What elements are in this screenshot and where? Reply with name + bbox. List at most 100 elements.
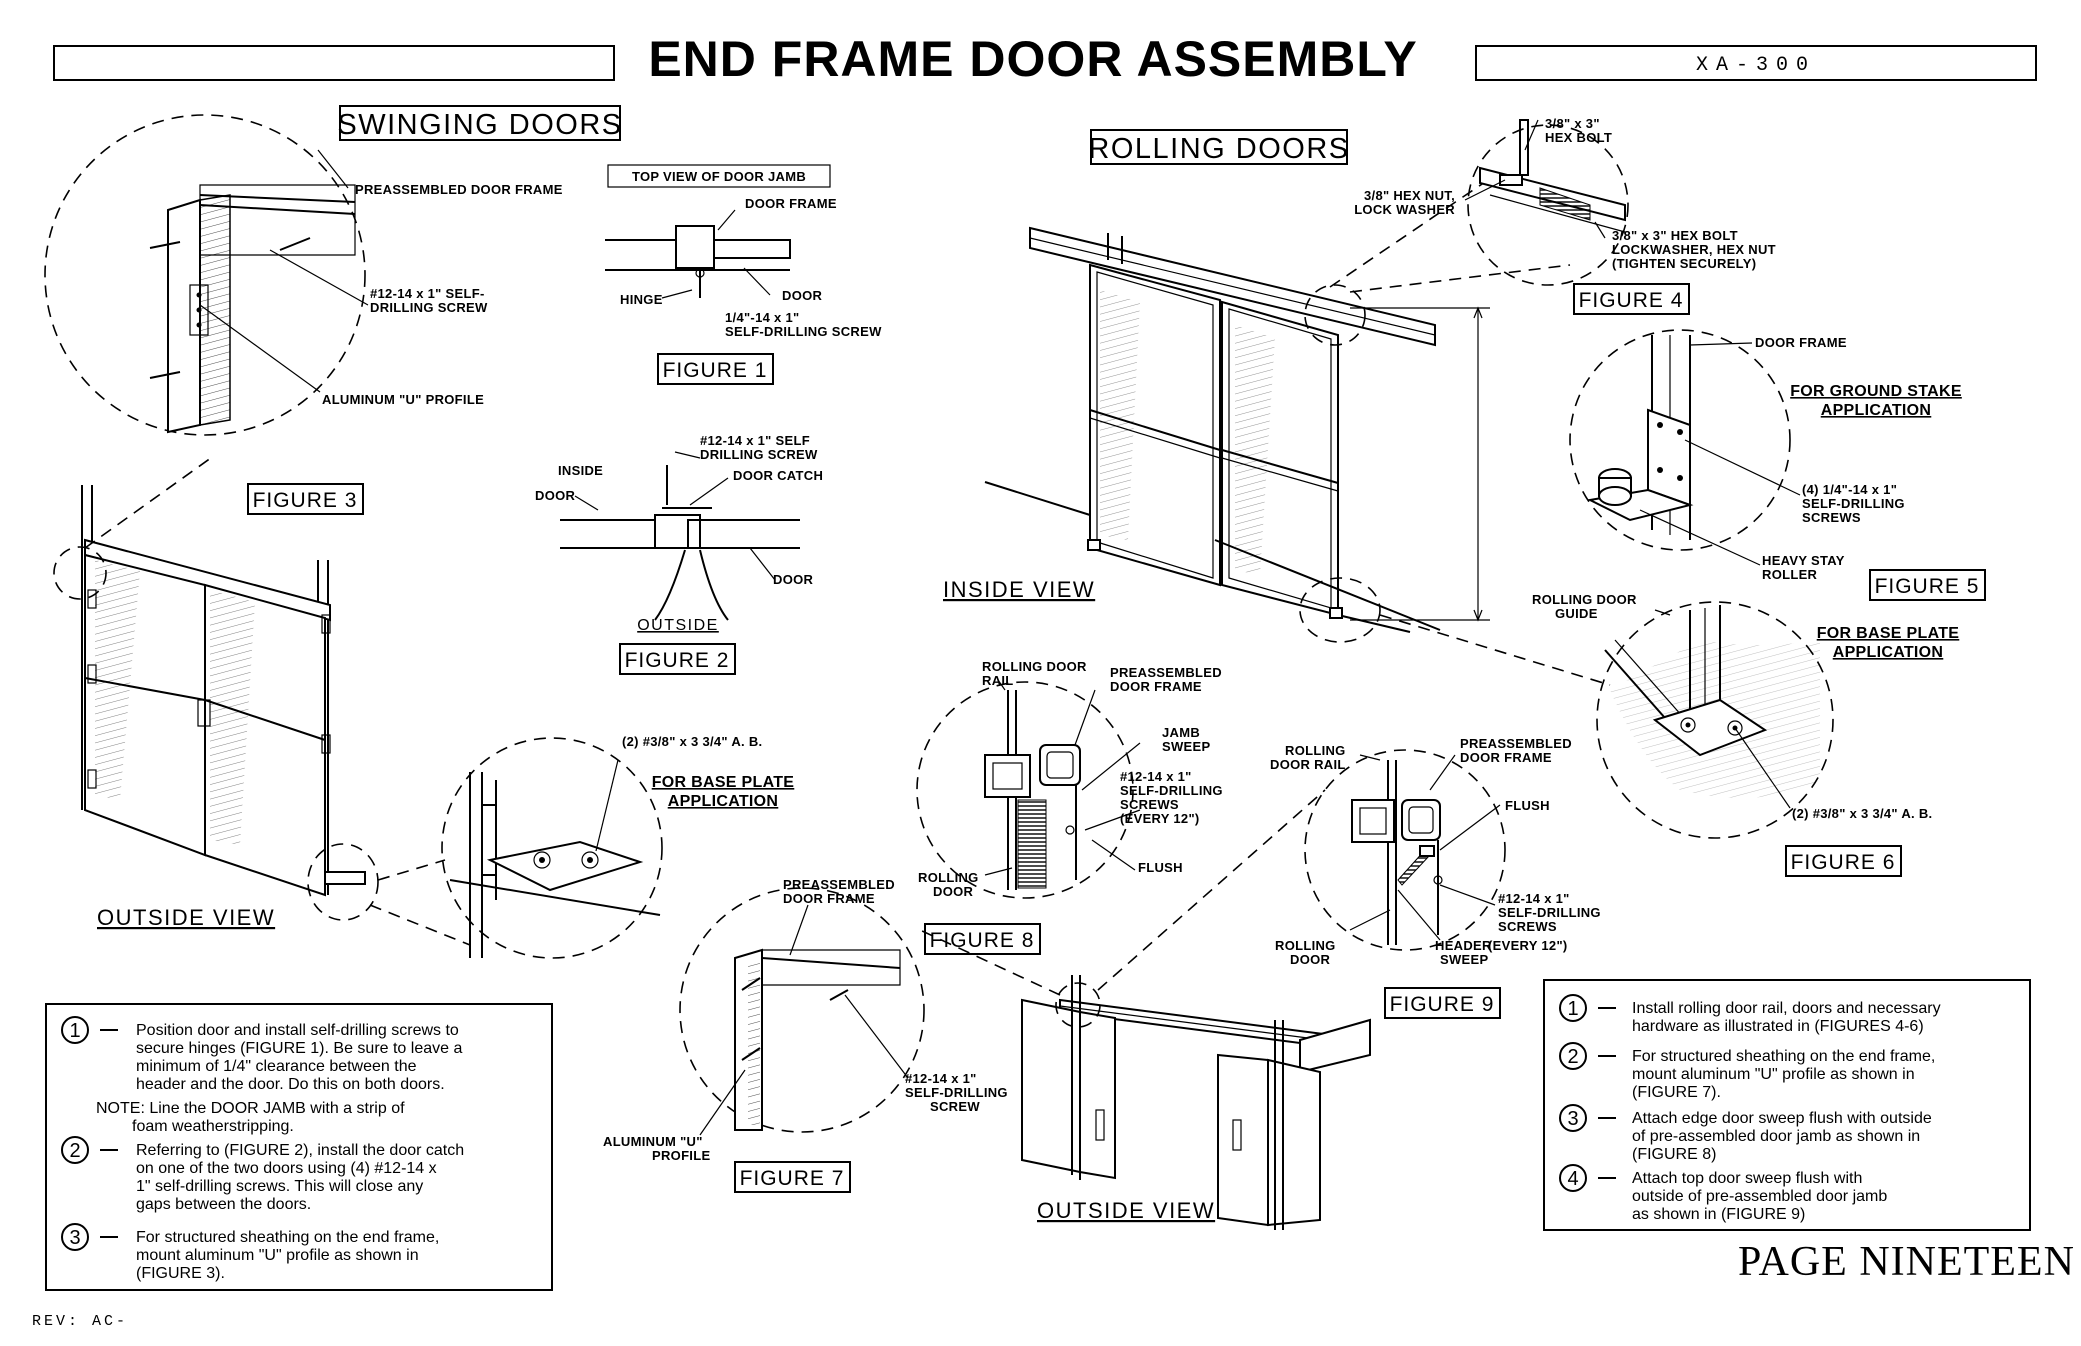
fig9-screw-3: SCREWS — [1498, 919, 1557, 934]
fig2-door-left-label: DOOR — [535, 488, 576, 503]
fig2-screw-label-1: #12-14 x 1" SELF — [700, 433, 810, 448]
rolling-doors-outside-view — [919, 789, 1371, 1230]
figure-4-detail — [1464, 119, 1629, 286]
figure-9-label-box — [1384, 987, 1501, 1019]
figure-5-label: FIGURE 5 — [1875, 575, 1980, 598]
swinging-note-1: 1 Position door and install self-drillin… — [61, 1016, 462, 1093]
fig5-app-2: APPLICATION — [1821, 402, 1932, 419]
figure-4-label-box — [1573, 283, 1690, 315]
swinging-note-extra-1: NOTE: Line the DOOR JAMB with a strip of — [96, 1100, 405, 1117]
rolling-doors-inside-view — [984, 181, 1611, 686]
rolling-note-2: 2 For structured sheathing on the end fr… — [1559, 1042, 1935, 1101]
fig6-guide-1: ROLLING DOOR — [1532, 592, 1637, 607]
rolling-note-1-line-1: Install rolling door rail, doors and nec… — [1632, 1000, 1941, 1017]
figure-1-title: TOP VIEW OF DOOR JAMB — [632, 169, 806, 184]
swinging-note-1-line-4: header and the door. Do this on both doo… — [136, 1076, 445, 1093]
fig9-screw-1: #12-14 x 1" — [1498, 891, 1570, 906]
fig8-screw-4: (EVERY 12") — [1120, 811, 1200, 826]
figure-5-detail — [1569, 329, 1801, 566]
rolling-note-2-line-2: mount aluminum "U" profile as shown in — [1632, 1066, 1915, 1083]
fig1-door-frame-label: DOOR FRAME — [745, 196, 837, 211]
figure-1-title-box — [607, 164, 831, 188]
fig2-outside-label: OUTSIDE — [637, 617, 719, 634]
rolling-note-1: 1 Install rolling door rail, doors and n… — [1559, 994, 1941, 1035]
rolling-outside-view-label: OUTSIDE VIEW — [1037, 1198, 1215, 1223]
fig1-door-label: DOOR — [782, 288, 823, 303]
figure-8-label: FIGURE 8 — [930, 929, 1035, 952]
swinging-base-plate-label-2: APPLICATION — [668, 793, 779, 810]
fig2-door-catch-label: DOOR CATCH — [733, 468, 823, 483]
figure-3-detail — [44, 114, 369, 436]
fig9-pre-1: PREASSEMBLED — [1460, 736, 1572, 751]
figure-2-label-box — [619, 643, 736, 675]
swinging-note-3-line-2: mount aluminum "U" profile as shown in — [136, 1247, 419, 1264]
fig8-rolling-1: ROLLING — [918, 870, 979, 885]
fig4-bolt-top-2: HEX BOLT — [1545, 130, 1612, 145]
fig9-header-2: SWEEP — [1440, 952, 1488, 967]
fig4-nut-1: 3/8" HEX NUT, — [1364, 188, 1455, 203]
figure-7-label-box — [734, 1161, 851, 1193]
fig3-screw-label-2: DRILLING SCREW — [370, 300, 488, 315]
fig8-jamb-2: SWEEP — [1162, 739, 1210, 754]
rolling-note-3: 3 Attach edge door sweep flush with outs… — [1559, 1104, 1932, 1163]
swinging-note-1-line-3: minimum of 1/4" clearance between the — [136, 1058, 417, 1075]
fig8-screw-1: #12-14 x 1" — [1120, 769, 1192, 784]
fig5-app-1: FOR GROUND STAKE — [1790, 383, 1962, 400]
figure-2-label: FIGURE 2 — [625, 649, 730, 672]
figure-8-label-box — [924, 923, 1041, 955]
figure-5-label-box — [1869, 569, 1986, 601]
fig8-pre-2: DOOR FRAME — [1110, 679, 1202, 694]
fig4-bolt-top-1: 3/8" x 3" — [1545, 116, 1600, 131]
fig5-screws-3: SCREWS — [1802, 510, 1861, 525]
figure-3-label: FIGURE 3 — [253, 489, 358, 512]
fig8-screw-2: SELF-DRILLING — [1120, 783, 1223, 798]
fig8-rail-2: RAIL — [982, 673, 1014, 688]
fig7-u-1: ALUMINUM "U" — [603, 1134, 703, 1149]
rolling-note-3-line-3: (FIGURE 8) — [1632, 1146, 1716, 1163]
fig7-screw-2: SELF-DRILLING — [905, 1085, 1008, 1100]
swinging-note-1-num: 1 — [69, 1020, 80, 1042]
figure-1-drawing — [605, 209, 791, 299]
swinging-note-1-line-1: Position door and install self-drilling … — [136, 1022, 459, 1039]
swinging-note-2-line-3: 1" self-drilling screws. This will close… — [136, 1178, 423, 1195]
figure-6-label: FIGURE 6 — [1791, 851, 1896, 874]
fig9-flush: FLUSH — [1505, 798, 1550, 813]
swinging-note-3-line-1: For structured sheathing on the end fram… — [136, 1229, 439, 1246]
fig2-screw-label-2: DRILLING SCREW — [700, 447, 818, 462]
fig7-preassembled-1: PREASSEMBLED — [783, 877, 895, 892]
figure-1-label-box — [657, 353, 774, 385]
swinging-note-extra-2: foam weatherstripping. — [132, 1118, 294, 1135]
rolling-doors-heading-box — [1090, 129, 1348, 165]
fig7-u-2: PROFILE — [652, 1148, 710, 1163]
fig9-screw-4: (EVERY 12") — [1488, 938, 1568, 953]
fig8-screw-3: SCREWS — [1120, 797, 1179, 812]
rolling-notes-box — [1543, 979, 2031, 1231]
figure-9-label: FIGURE 9 — [1390, 993, 1495, 1016]
title-left-box — [53, 45, 615, 81]
swinging-base-plate-label-1: FOR BASE PLATE — [652, 774, 795, 791]
fig9-rolling-1: ROLLING — [1275, 938, 1336, 953]
swinging-note-3: 3 For structured sheathing on the end fr… — [61, 1223, 439, 1282]
fig6-bolt: (2) #3/8" x 3 3/4" A. B. — [1792, 806, 1932, 821]
rolling-note-3-line-2: of pre-assembled door jamb as shown in — [1632, 1128, 1920, 1145]
fig6-app-2: APPLICATION — [1833, 644, 1944, 661]
fig8-rolling-2: DOOR — [933, 884, 974, 899]
drawing-number: XA-300 — [1696, 54, 1816, 77]
swinging-note-2-line-2: on one of the two doors using (4) #12-14… — [136, 1160, 437, 1177]
fig5-door-frame: DOOR FRAME — [1755, 335, 1847, 350]
rolling-note-4: 4 Attach top door sweep flush with outsi… — [1559, 1164, 1887, 1223]
fig9-rail-2: DOOR RAIL — [1270, 757, 1346, 772]
swinging-note-2-line-4: gaps between the doors. — [136, 1196, 311, 1213]
rolling-note-2-line-3: (FIGURE 7). — [1632, 1084, 1721, 1101]
fig8-flush: FLUSH — [1138, 860, 1183, 875]
page-title: END FRAME DOOR ASSEMBLY — [648, 31, 1417, 87]
figure-6-detail — [1596, 601, 1834, 839]
rolling-note-3-num: 3 — [1567, 1108, 1578, 1130]
fig8-rail-1: ROLLING DOOR — [982, 659, 1087, 674]
rolling-note-2-line-1: For structured sheathing on the end fram… — [1632, 1048, 1935, 1065]
fig7-screw-1: #12-14 x 1" — [905, 1071, 977, 1086]
swinging-doors-heading: SWINGING DOORS — [337, 109, 622, 141]
fig4-bolt-bot-3: (TIGHTEN SECURELY) — [1612, 256, 1756, 271]
fig4-bolt-bot-2: LOCKWASHER, HEX NUT — [1612, 242, 1776, 257]
